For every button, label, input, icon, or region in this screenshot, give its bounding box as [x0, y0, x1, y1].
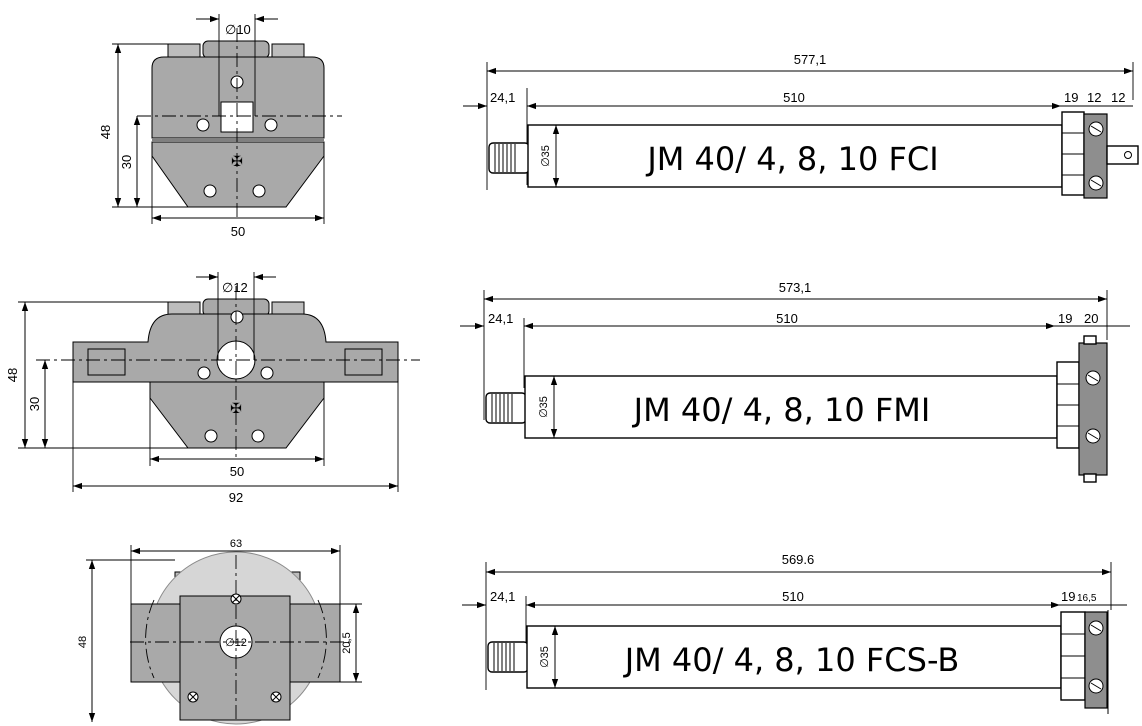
total-length-label: 577,1: [794, 52, 827, 67]
tube-length-label: 510: [783, 90, 805, 105]
tube-length-label: 510: [782, 589, 804, 604]
model-name: JM 40/ 4, 8, 10 FCI: [645, 140, 938, 178]
model-name: JM 40/ 4, 8, 10 FMI: [632, 391, 931, 429]
hole: [252, 184, 266, 198]
output-shaft: [1106, 145, 1139, 165]
screw: [270, 691, 282, 703]
bracket-slot-left: [87, 348, 126, 376]
head-length-label: 24,1: [488, 311, 513, 326]
tube-diameter-label: ∅35: [538, 396, 550, 418]
fmi-side-view: 573,1 24,1 510 19 20 ∅35 JM 40/ 4, 8, 10…: [460, 280, 1130, 483]
terminal-block-right: [271, 43, 305, 59]
height-label: 48: [77, 636, 89, 648]
end-dim-1: 19: [1058, 311, 1072, 326]
tube-diameter-label: ∅35: [539, 646, 551, 668]
hole: [251, 429, 265, 443]
width-label: 50: [231, 224, 245, 239]
mounting-bracket: [1078, 342, 1108, 476]
fcs-b-side-view: 569.6 24,1 510 19 16,5 ∅35 JM 40/ 4, 8, …: [462, 552, 1127, 714]
hole: [197, 366, 211, 380]
model-name: JM 40/ 4, 8, 10 FCS-B: [623, 641, 960, 679]
hole: [203, 184, 217, 198]
tube-length-label: 510: [776, 311, 798, 326]
terminal-block-left: [167, 43, 201, 59]
screw: [187, 691, 199, 703]
head-length-label: 24,1: [490, 589, 515, 604]
tube-diameter-label: ∅35: [540, 145, 552, 167]
fcs-b-front-view: ∅12 63 48 20,5: [77, 538, 362, 725]
fci-front-view: ✠ ∅10 48 30 50: [98, 14, 342, 239]
diameter-label: ∅12: [222, 280, 248, 295]
motor-tube: [526, 625, 1062, 689]
outer-width-label: 92: [229, 490, 243, 505]
diameter-label: ∅10: [225, 22, 251, 37]
top-boss: [202, 40, 270, 59]
bracket-slot-right: [344, 348, 383, 376]
end-dim-1: 19: [1064, 90, 1078, 105]
end-dim-2: 20: [1084, 311, 1098, 326]
end-dim-1: 19: [1061, 589, 1075, 604]
total-length-label: 573,1: [779, 280, 812, 295]
hole: [264, 118, 278, 132]
axis-height-label: 30: [119, 155, 134, 169]
brand-logo: ✠: [230, 400, 242, 416]
head-length-label: 24,1: [490, 90, 515, 105]
end-dim-2: 12: [1087, 90, 1101, 105]
inner-width-label: 50: [230, 464, 244, 479]
hole: [196, 118, 210, 132]
axis-height-label: 30: [27, 397, 42, 411]
hole: [204, 429, 218, 443]
height-label: 48: [98, 125, 113, 139]
mounting-plate: [151, 141, 325, 208]
total-length-label: 569.6: [782, 552, 815, 567]
width-label: 63: [230, 538, 242, 550]
fmi-front-view: ✠ ∅12 48 30 50 92: [5, 272, 420, 505]
end-dim-2: 16,5: [1077, 593, 1097, 604]
motor-head-body: [151, 56, 325, 139]
height-label: 48: [5, 368, 20, 382]
hole: [260, 366, 274, 380]
fci-side-view: 577,1 24,1 510 19 12 12 ∅35 JM 40/ 4, 8,…: [463, 52, 1139, 199]
end-dim-3: 12: [1111, 90, 1125, 105]
offset-label: 20,5: [341, 632, 353, 653]
hole: [230, 310, 244, 324]
